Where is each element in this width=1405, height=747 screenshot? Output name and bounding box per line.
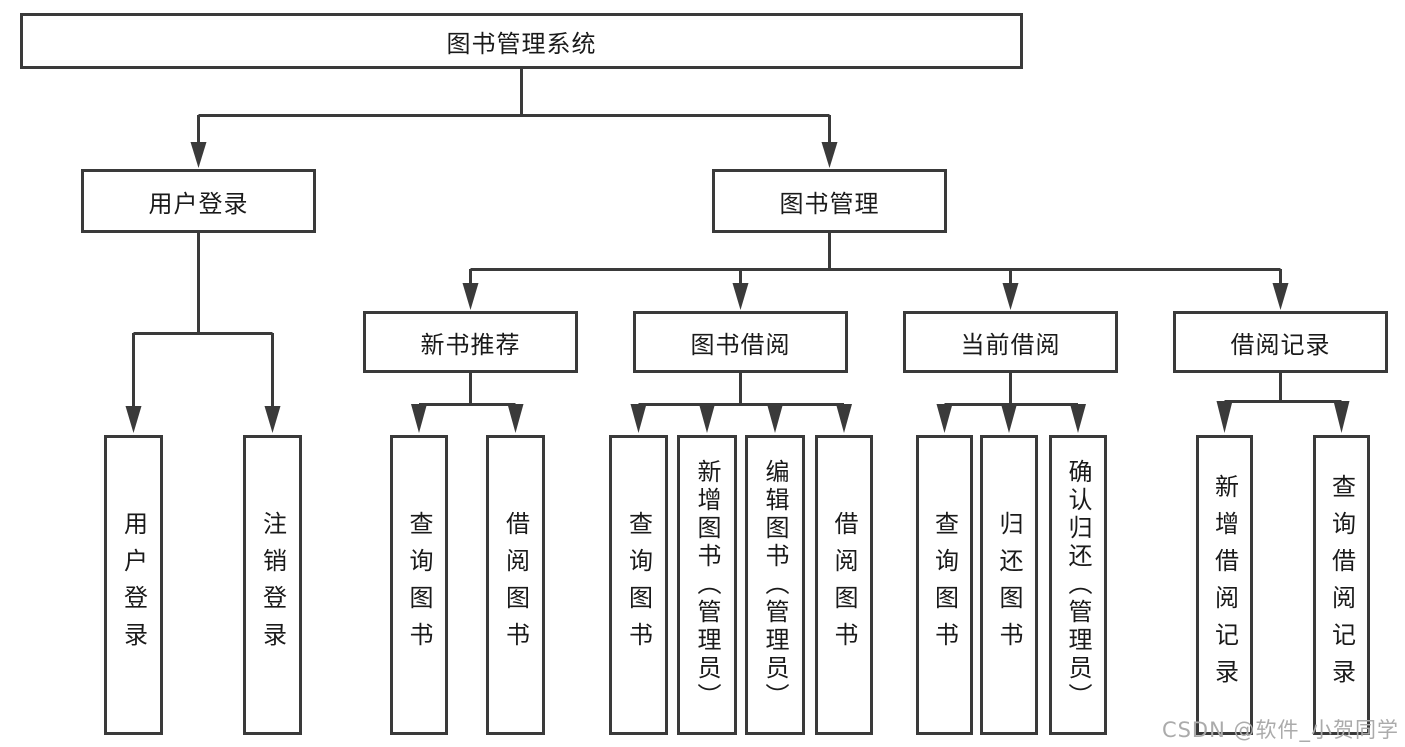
node-leaf-return-books: 归还图书 (980, 435, 1038, 735)
node-borrowing-records: 借阅记录 (1173, 311, 1388, 373)
node-leaf-confirm-return-admin: 确认归还（管理员） (1049, 435, 1107, 735)
node-library-management-system: 图书管理系统 (20, 13, 1023, 69)
node-leaf-borrow-books-recommend: 借阅图书 (486, 435, 545, 735)
node-leaf-add-borrow-record: 新增借阅记录 (1196, 435, 1253, 735)
node-label: 新增图书（管理员） (693, 459, 721, 711)
node-label: 图书管理系统 (446, 29, 597, 58)
node-leaf-query-borrow-record: 查询借阅记录 (1313, 435, 1370, 735)
node-new-book-recommend: 新书推荐 (363, 311, 578, 373)
node-leaf-query-books-borrowing: 查询图书 (609, 435, 668, 735)
node-label: 图书借阅 (690, 330, 791, 359)
node-label: 查询借阅记录 (1327, 474, 1356, 696)
node-label: 查询图书 (405, 511, 433, 659)
node-leaf-borrow-books: 借阅图书 (815, 435, 873, 735)
node-book-management: 图书管理 (712, 169, 947, 233)
node-label: 归还图书 (995, 511, 1023, 659)
node-book-borrowing: 图书借阅 (633, 311, 848, 373)
csdn-watermark: CSDN @软件_小贺同学 (1161, 718, 1399, 742)
node-label: 用户登录 (119, 511, 148, 659)
node-leaf-add-books-admin: 新增图书（管理员） (677, 435, 737, 735)
node-leaf-logout: 注销登录 (243, 435, 302, 735)
node-label: 借阅图书 (501, 511, 530, 659)
node-label: 用户登录 (148, 189, 249, 218)
node-leaf-user-login: 用户登录 (104, 435, 163, 735)
node-label: 图书管理 (779, 189, 880, 218)
node-label: 借阅图书 (830, 511, 858, 659)
node-leaf-query-books-recommend: 查询图书 (390, 435, 448, 735)
node-label: 编辑图书（管理员） (761, 459, 789, 711)
node-label: 确认归还（管理员） (1064, 459, 1092, 711)
node-user-login: 用户登录 (81, 169, 316, 233)
node-leaf-edit-books-admin: 编辑图书（管理员） (745, 435, 805, 735)
node-label: 查询图书 (930, 511, 959, 659)
node-label: 借阅记录 (1230, 330, 1331, 359)
node-label: 查询图书 (624, 511, 653, 659)
node-label: 新书推荐 (420, 330, 521, 359)
node-label: 新增借阅记录 (1210, 474, 1239, 696)
node-label: 注销登录 (258, 511, 287, 659)
node-label: 当前借阅 (960, 330, 1061, 359)
node-current-borrowing: 当前借阅 (903, 311, 1118, 373)
node-leaf-query-books-current: 查询图书 (916, 435, 973, 735)
